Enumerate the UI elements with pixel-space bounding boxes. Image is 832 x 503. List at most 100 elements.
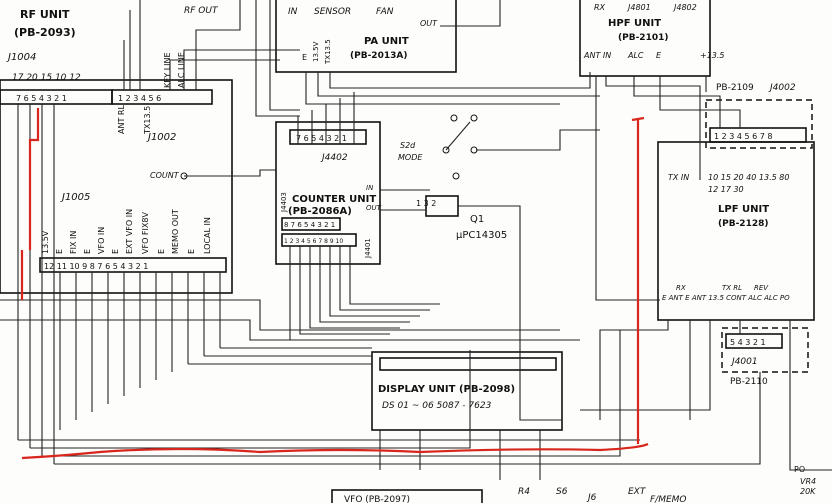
lpf-bands-row2: 12 17 30 [708, 185, 744, 194]
j1002-pin-numbers: 1 2 3 4 5 6 [118, 94, 161, 103]
wire-j4402-up [297, 92, 355, 144]
wire-rf-out [195, 0, 241, 90]
j1002-connector: 1 2 3 4 5 6 J1002 ANT RL TX13.5 KEY LINE… [111, 52, 213, 143]
counter-unit-box [275, 121, 381, 265]
wire-hpf-j4002 [633, 76, 741, 128]
j4002-pin-numbers: 1 2 3 4 5 6 7 8 [714, 132, 773, 141]
wire-mid-horizontal [0, 299, 580, 341]
count-label: COUNT [150, 171, 180, 180]
lpf-unit: TX IN 10 15 20 40 13.5 80 12 17 30 LPF U… [657, 141, 815, 321]
j1005-e2: E [83, 249, 92, 254]
j4402-header [289, 129, 367, 145]
rf-unit: RF UNIT (PB-2093) J1004 17 20 15 10 12 7… [0, 6, 233, 294]
counter-unit: 7 6 5 4 3 2 1 J4402 COUNTER UNIT (PB-208… [275, 121, 382, 265]
wire-display-bottom [379, 430, 541, 480]
pa-sensor-label: SENSOR [314, 7, 351, 17]
display-unit: DISPLAY UNIT (PB-2098) DS 01 ~ 06 5087 -… [371, 351, 563, 431]
lpf-bottom-labels: E ANT E ANT 13.5 CONT ALC ALC PO [662, 294, 790, 302]
vr4-value: 20K [800, 487, 816, 496]
pa-out-label: OUT [420, 19, 438, 28]
vr4-label: VR4 [800, 477, 816, 486]
pa-in-label: IN [288, 7, 298, 17]
wire-left-bottom-2 [42, 330, 621, 457]
lpf-top-txrl: TX RL [722, 284, 742, 292]
wire-left-bottom-3 [54, 372, 761, 465]
ext-label: EXT [628, 487, 647, 497]
j4401-pin-numbers: 1 2 3 4 5 6 7 8 9 10 [284, 238, 343, 245]
j1005-localin: LOCAL IN [203, 217, 212, 254]
j4401-header [281, 233, 357, 247]
hpf-unit-box [579, 0, 711, 77]
wire-counter-in-out [380, 189, 430, 211]
q1-pin-numbers: 1 3 2 [416, 199, 436, 208]
hpf-ant-in-label: ANT IN [583, 51, 611, 60]
bottom-labels: VFO (PB-2097) R4 S6 J6 EXT F/MEMO PO VR4… [331, 465, 816, 503]
alc-line-label: ALC LINE [177, 52, 186, 88]
j4001-header [725, 333, 783, 349]
hpf-alc-label: ALC [627, 51, 644, 60]
hpf-e-label: E [656, 51, 662, 60]
j4403-header [281, 217, 341, 231]
lpf-bands-row1: 10 15 20 40 13.5 80 [708, 173, 789, 182]
pa-unit-code: (PB-2013A) [350, 51, 407, 61]
j1005-vfofix8v: VFO FIX8V [141, 212, 150, 254]
wire-count [184, 169, 276, 177]
j1002-header [111, 89, 213, 105]
s2d-contact-5 [452, 172, 460, 180]
counter-unit-code: (PB-2086A) [288, 206, 352, 217]
j1004-pin-numbers-bottom: 7 6 5 4 3 2 1 [16, 94, 67, 103]
pb2110-label: PB-2110 [730, 377, 768, 387]
wire-lpf-bottom [580, 320, 741, 420]
wire-pa-left [255, 0, 300, 117]
j4802-label: J4802 [672, 3, 697, 12]
j4403-label: J4403 [280, 192, 288, 213]
display-unit-box [371, 351, 563, 431]
j1004-label: J1004 [6, 52, 36, 63]
j1005-header [39, 257, 227, 273]
q1-label: Q1 [470, 214, 484, 225]
j1004-pin-numbers-top: 17 20 15 10 12 [12, 73, 81, 83]
hpf-unit-code: (PB-2101) [618, 33, 668, 43]
tx-in-label: TX IN [668, 173, 689, 182]
counter-out-label: OUT [366, 204, 382, 212]
j1002-label: J1002 [146, 132, 176, 143]
red-mark-left [20, 108, 40, 300]
j1005-fixin: FIX IN [69, 231, 78, 254]
j4403-pin-numbers: 8 7 6 5 4 3 2 1 [284, 221, 335, 229]
s2d-contact-2 [470, 114, 478, 122]
wire-po [789, 320, 832, 471]
pa-135v-label: 13.5V [312, 41, 320, 62]
pb2110-dashed-box [721, 327, 809, 373]
s2d-contact-1 [450, 114, 458, 122]
pa-tx135-label: TX13.5 [324, 39, 332, 65]
s2d-mode-switch: S2d MODE [398, 114, 478, 180]
s2d-lever [445, 121, 471, 151]
j4001-label: J4001 [730, 357, 758, 367]
j1005-e4: E [157, 249, 166, 254]
pb2109-block: PB-2109 J4002 1 2 3 4 5 6 7 8 [705, 83, 813, 149]
key-line-label: KEY LINE [163, 52, 172, 88]
j4402-label: J4402 [320, 153, 348, 163]
j4402-pin-numbers: 7 6 5 4 3 2 1 [296, 134, 347, 143]
counter-in-label: IN [366, 184, 374, 192]
pa-e-label: E [302, 53, 307, 62]
counter-unit-name: COUNTER UNIT [292, 194, 376, 205]
j1005-135v: 13.5V [41, 230, 50, 254]
j1005-pin-numbers: 12 11 10 9 8 7 6 5 4 3 2 1 [44, 262, 148, 271]
red-mark-bottom [21, 442, 649, 460]
pa-fan-label: FAN [376, 7, 394, 17]
hpf-unit: RX J4801 J4802 HPF UNIT (PB-2101) ANT IN… [579, 0, 725, 77]
wire-s2d [476, 129, 600, 151]
rf-out-label: RF OUT [184, 6, 219, 16]
j1005-label: J1005 [60, 192, 90, 203]
display-unit-sub: DS 01 ~ 06 5087 - 7623 [382, 401, 492, 411]
tx135-label: TX13.5 [143, 106, 152, 135]
wire-j1002-up [123, 0, 300, 90]
j4401-label: J4401 [364, 238, 372, 259]
red-markings [20, 108, 649, 460]
lpf-top-rx: RX [676, 284, 686, 292]
lpf-unit-name: LPF UNIT [718, 204, 769, 215]
j1005-e3: E [111, 249, 120, 254]
j1005-e1: E [55, 249, 64, 254]
